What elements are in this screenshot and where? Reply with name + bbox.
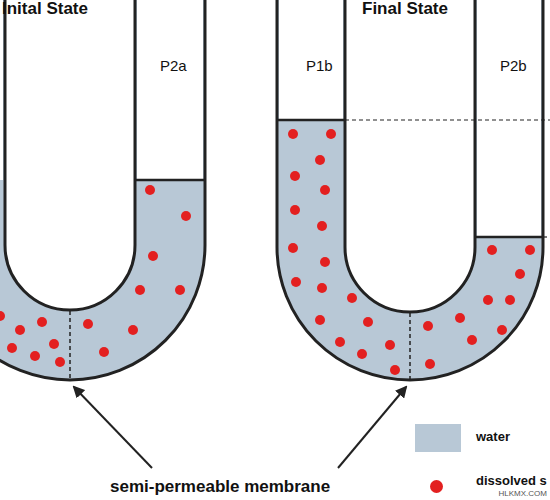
pointer-arrow [338, 387, 406, 468]
text-label: Inital State [2, 0, 88, 19]
water-surface [135, 120, 543, 237]
text-label: P2b [500, 58, 527, 75]
solute-dots [0, 129, 535, 375]
legend-text: dissolved s [476, 474, 547, 488]
legend-swatch [415, 424, 461, 452]
text-label: P1b [306, 58, 333, 75]
legend-dot [430, 480, 443, 493]
level-line [345, 119, 550, 120]
text-label: P2a [160, 58, 187, 75]
membrane [69, 311, 71, 379]
pointer-arrow [74, 387, 152, 468]
legend-text: water [476, 430, 510, 444]
membrane [409, 313, 411, 379]
watermark: HLKMX.COM [499, 490, 547, 499]
tube-wall [0, 0, 543, 380]
text-label: Final State [362, 0, 448, 19]
membrane-label: semi-permeable membrane [110, 478, 330, 497]
